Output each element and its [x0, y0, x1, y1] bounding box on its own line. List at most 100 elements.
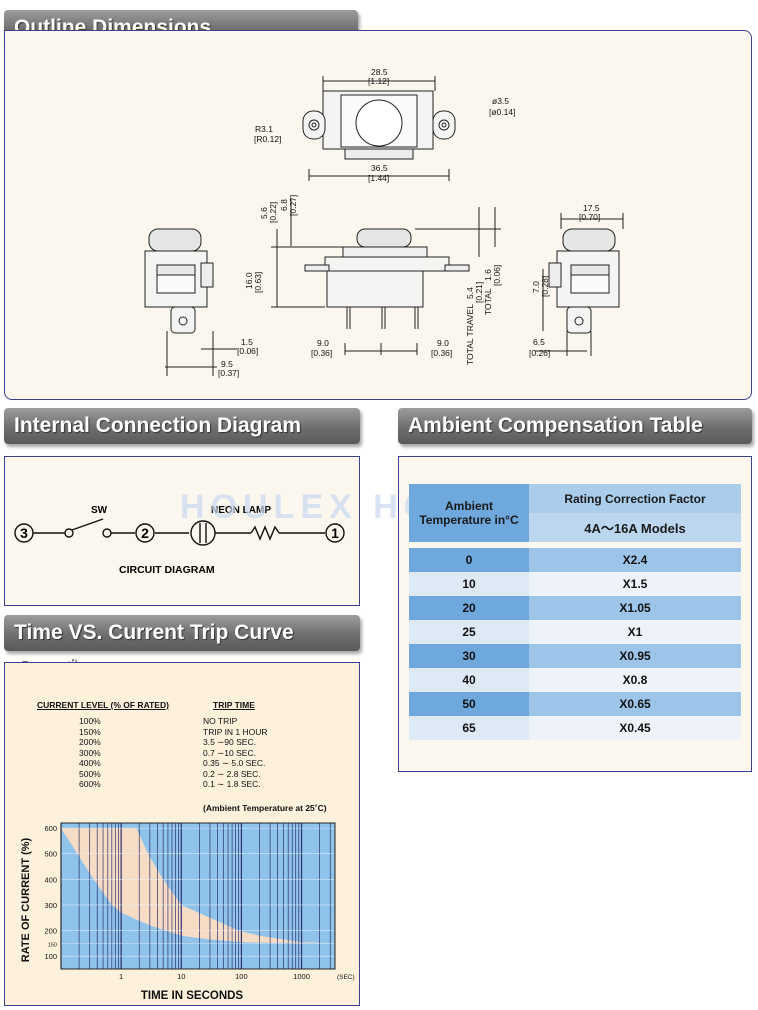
compensation-table: Ambient Temperature in°C Rating Correcti…	[409, 484, 741, 740]
dim-1-5: 1.5	[241, 337, 253, 347]
dim-5-6: 5.6	[259, 207, 269, 219]
circuit-diagram: 3 2 1 SW NEON LAMP CIRCUIT DIAGRAM	[14, 505, 345, 576]
temperature-cell: 0	[409, 548, 529, 572]
dim-36-5: 36.5	[371, 163, 388, 173]
dim-1-6: 1.6	[483, 269, 493, 281]
temperature-cell: 25	[409, 620, 529, 644]
dim-0-37: [0.37]	[218, 368, 239, 378]
temperature-cell: 10	[409, 572, 529, 596]
chart-frame	[60, 822, 336, 970]
trip-time-item: 0.35 ∼ 5.0 SEC.	[203, 758, 266, 768]
x-tick-label: 100	[235, 972, 248, 981]
outline-drawing: 28.5 [1.12] R3.1 [R0.12] ø3.5 [ø0.14] 36…	[144, 67, 624, 378]
trip-curve-panel: CURRENT LEVEL (% OF RATED) TRIP TIME 100…	[4, 662, 360, 1006]
trip-level-item: 100%	[79, 716, 101, 726]
factor-cell: X2.4	[529, 548, 741, 572]
dim-6-5: 6.5	[533, 337, 545, 347]
node-3: 3	[20, 525, 28, 541]
col-ambient-temp: Ambient Temperature in°C	[409, 484, 529, 542]
x-tick-label: 1000	[293, 972, 310, 981]
col-rating-factor: Rating Correction Factor	[529, 484, 741, 513]
ambient-note: (Ambient Temperature at 25˚C)	[203, 803, 327, 813]
factor-cell: X0.95	[529, 644, 741, 668]
trip-time-item: 3.5 ∼90 SEC.	[203, 737, 256, 747]
trip-level-item: 300%	[79, 747, 101, 758]
trip-band	[61, 828, 335, 944]
dim-r3-1: R3.1	[255, 124, 273, 134]
top-view-body	[302, 90, 456, 160]
dim-0-06a: [0.06]	[237, 346, 258, 356]
temperature-cell: 65	[409, 716, 529, 740]
dim-28-5: 28.5	[371, 67, 388, 77]
dim-0-22: [0.22]	[268, 202, 278, 223]
dim-0-36a: [0.36]	[311, 348, 332, 358]
trip-level-item: 200%	[79, 737, 101, 747]
dim-6-8: 6.8	[279, 199, 289, 211]
y-tick-label: 600	[44, 824, 57, 833]
x-tick-label: 1	[119, 972, 123, 981]
trip-level-item: 400%	[79, 758, 101, 768]
dim-0-63: [0.63]	[253, 272, 263, 293]
dim-0-26: [0.26]	[529, 348, 550, 358]
dim-9-5: 9.5	[221, 359, 233, 369]
trip-time-item: 0.2 ∼ 2.8 SEC.	[203, 768, 261, 779]
dim-total-travel: TOTAL TRAVEL	[465, 304, 475, 365]
trip-levels: 100%150%200%300%400%500%600%	[79, 716, 101, 790]
factor-cell: X1.5	[529, 572, 741, 596]
sw-label: SW	[91, 505, 108, 516]
trip-legend-header-time: TRIP TIME	[213, 700, 255, 710]
right-view-body	[548, 228, 620, 334]
trip-level-item: 150%	[79, 726, 101, 737]
x-axis-title: TIME IN SECONDS	[141, 990, 244, 1002]
dim-0-36b: [0.36]	[431, 348, 452, 358]
y-tick-label: 100	[44, 952, 57, 961]
dim-0-70: [0.70]	[579, 212, 600, 222]
dim-9-0a: 9.0	[317, 338, 329, 348]
dim-17-5: 17.5	[583, 203, 600, 213]
node-2: 2	[141, 525, 149, 541]
dim-1-12: [1.12]	[368, 76, 389, 86]
side-view-body	[304, 228, 470, 329]
connection-panel: 3 2 1 SW NEON LAMP CIRCUIT DIAGRAM	[4, 456, 360, 606]
trip-level-item: 500%	[79, 768, 101, 779]
dim-dia0-14: [ø0.14]	[489, 107, 515, 117]
trip-curve-header: Time VS. Current Trip Curve @+25˚ C	[4, 615, 360, 680]
trip-time-item: NO TRIP	[203, 716, 238, 726]
trip-legend-header-level: CURRENT LEVEL (% OF RATED)	[37, 700, 169, 710]
y-tick-label: 150	[48, 942, 57, 948]
temperature-cell: 20	[409, 596, 529, 620]
y-tick-label: 300	[44, 901, 57, 910]
outline-dimensions-panel: 28.5 [1.12] R3.1 [R0.12] ø3.5 [ø0.14] 36…	[4, 30, 752, 400]
temperature-cell: 40	[409, 668, 529, 692]
trip-time-item: TRIP IN 1 HOUR	[203, 726, 268, 737]
resistor-icon	[250, 525, 280, 541]
dim-dia3-5: ø3.5	[492, 96, 509, 106]
col-models: 4A～16A Models	[529, 513, 741, 542]
y-tick-label: 200	[44, 927, 57, 936]
dim-total: TOTAL	[483, 288, 493, 315]
y-tick-label: 400	[44, 875, 57, 884]
left-view-body	[144, 228, 214, 334]
factor-cell: X0.45	[529, 716, 741, 740]
ambient-compensation-header: Ambient Compensation Table	[398, 408, 752, 444]
dim-0-28: [0.28]	[540, 276, 550, 297]
y-axis-title: RATE OF CURRENT (%)	[20, 837, 32, 962]
x-unit-label: (SEC)	[337, 974, 355, 981]
dim-r0-12: [R0.12]	[254, 134, 281, 144]
dim-9-0b: 9.0	[437, 338, 449, 348]
x-tick-label: 10	[177, 972, 185, 981]
neon-lamp-label: NEON LAMP	[211, 505, 271, 516]
factor-cell: X1.05	[529, 596, 741, 620]
factor-cell: X0.65	[529, 692, 741, 716]
dim-0-06b: [0.06]	[492, 265, 502, 286]
